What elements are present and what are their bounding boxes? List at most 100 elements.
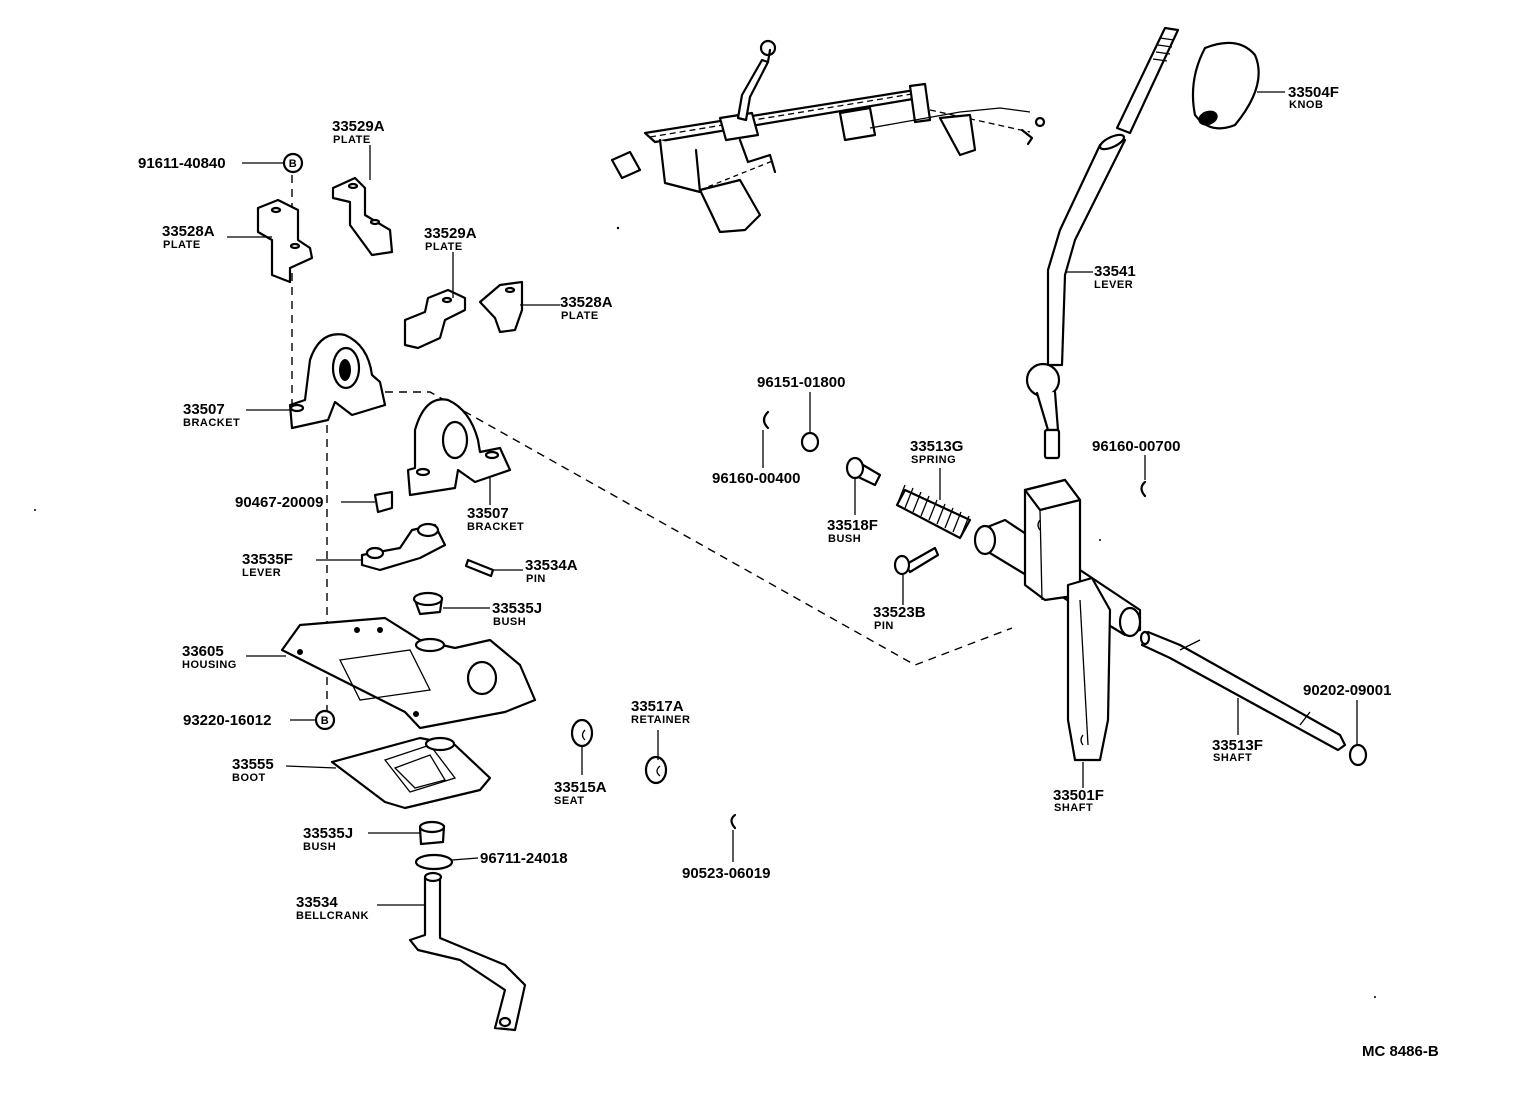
callout-plate-33529a-2: 33529A PLATE: [424, 225, 477, 253]
svg-text:33513G: 33513G: [910, 438, 963, 455]
callout-clip-90467: 90467-20009: [235, 494, 323, 511]
svg-text:33501F: 33501F: [1053, 787, 1104, 804]
svg-text:RETAINER: RETAINER: [631, 714, 690, 726]
callout-washer-96711: 96711-24018: [480, 850, 568, 867]
svg-text:33504F: 33504F: [1288, 84, 1339, 101]
callout-plate-33529a-1: 33529A PLATE: [332, 118, 385, 146]
spring-coils: [895, 484, 972, 540]
svg-text:33507: 33507: [183, 401, 225, 418]
svg-text:33535F: 33535F: [242, 551, 293, 568]
left-parts: B B: [34, 152, 1376, 1032]
svg-text:33605: 33605: [182, 643, 224, 660]
svg-text:90202-09001: 90202-09001: [1303, 682, 1391, 699]
svg-text:LEVER: LEVER: [242, 567, 281, 579]
svg-text:33518F: 33518F: [827, 517, 878, 534]
svg-text:BUSH: BUSH: [828, 533, 861, 545]
svg-text:33535J: 33535J: [492, 600, 542, 617]
svg-text:33528A: 33528A: [560, 294, 613, 311]
svg-text:HOUSING: HOUSING: [182, 659, 237, 671]
callout-plate-33528a-2: 33528A PLATE: [560, 294, 613, 322]
svg-text:90467-20009: 90467-20009: [235, 494, 323, 511]
svg-text:B: B: [289, 158, 297, 170]
svg-text:33529A: 33529A: [332, 118, 385, 135]
callout-bracket-33507-2: 33507 BRACKET: [467, 505, 524, 533]
svg-text:96711-24018: 96711-24018: [480, 850, 568, 867]
housing-shape: [280, 616, 537, 730]
callout-washer-90202: 90202-09001: [1303, 682, 1391, 699]
callout-clip-90523: 90523-06019: [682, 865, 770, 882]
svg-text:90523-06019: 90523-06019: [682, 865, 770, 882]
knob-shape: [1191, 41, 1260, 130]
svg-text:33515A: 33515A: [554, 779, 607, 796]
svg-text:SHAFT: SHAFT: [1054, 802, 1093, 814]
svg-text:33528A: 33528A: [162, 223, 215, 240]
svg-text:PIN: PIN: [874, 620, 894, 632]
svg-text:33534A: 33534A: [525, 557, 578, 574]
callout-seat-33515a: 33515A SEAT: [554, 779, 607, 807]
plate-shape: [256, 198, 314, 284]
svg-text:PLATE: PLATE: [333, 134, 371, 146]
svg-text:LEVER: LEVER: [1094, 279, 1133, 291]
callout-shaft-33513f: 33513F SHAFT: [1212, 737, 1263, 764]
svg-text:PLATE: PLATE: [561, 310, 599, 322]
marker-b-bottom: B: [314, 709, 336, 731]
svg-text:33534: 33534: [296, 894, 338, 911]
callout-lever-33535f: 33535F LEVER: [242, 551, 293, 579]
leader-lines: [227, 91, 1358, 906]
svg-text:33541: 33541: [1094, 263, 1136, 280]
svg-text:BRACKET: BRACKET: [467, 521, 524, 533]
callout-bush-33535j-2: 33535J BUSH: [303, 825, 353, 853]
svg-text:33513F: 33513F: [1212, 737, 1263, 754]
svg-text:33517A: 33517A: [631, 698, 684, 715]
callout-labels: 33504F KNOB 33541 LEVER 96160-00700 3350…: [138, 84, 1439, 1060]
svg-text:PLATE: PLATE: [163, 239, 201, 251]
svg-text:PIN: PIN: [526, 573, 546, 585]
callout-lever-shift: 33541 LEVER: [1094, 263, 1136, 291]
callout-retainer-33517a: 33517A RETAINER: [631, 698, 690, 726]
callout-bush-33518f: 33518F BUSH: [827, 517, 878, 545]
linkage-overview: [610, 39, 1046, 234]
svg-text:BRACKET: BRACKET: [183, 417, 240, 429]
svg-text:KNOB: KNOB: [1289, 99, 1323, 111]
diagram-code: MC 8486-B: [1362, 1043, 1439, 1060]
callout-spring-33513g: 33513G SPRING: [910, 438, 963, 466]
bellcrank-shape: [408, 874, 527, 1032]
svg-text:33555: 33555: [232, 756, 274, 773]
svg-text:96151-01800: 96151-01800: [757, 374, 845, 391]
svg-text:33523B: 33523B: [873, 604, 926, 621]
callout-boot-33555: 33555 BOOT: [232, 756, 274, 784]
callout-shaft-33501f: 33501F SHAFT: [1053, 787, 1104, 814]
svg-text:96160-00400: 96160-00400: [712, 470, 800, 487]
marker-b-top: B: [282, 152, 304, 174]
callout-clip-96160-00700: 96160-00700: [1092, 438, 1180, 455]
boot-shape: [330, 736, 492, 810]
callout-bolt-91611: 91611-40840: [138, 155, 226, 172]
callout-housing-33605: 33605 HOUSING: [182, 643, 237, 671]
svg-text:BOOT: BOOT: [232, 772, 266, 784]
svg-text:96160-00700: 96160-00700: [1092, 438, 1180, 455]
svg-text:33507: 33507: [467, 505, 509, 522]
callout-pin-33534a: 33534A PIN: [525, 557, 578, 585]
callout-nut-93220: 93220-16012: [183, 712, 271, 729]
svg-text:91611-40840: 91611-40840: [138, 155, 226, 172]
svg-text:SPRING: SPRING: [911, 454, 956, 466]
callout-pin-33523b: 33523B PIN: [873, 604, 926, 632]
svg-text:BUSH: BUSH: [493, 616, 526, 628]
callout-knob: 33504F KNOB: [1288, 84, 1339, 111]
svg-text:SHAFT: SHAFT: [1213, 752, 1252, 764]
shift-lever-assembly: [570, 26, 1368, 830]
svg-text:BELLCRANK: BELLCRANK: [296, 910, 369, 922]
callout-bellcrank-33534: 33534 BELLCRANK: [296, 894, 369, 922]
svg-text:SEAT: SEAT: [554, 795, 585, 807]
svg-text:BUSH: BUSH: [303, 841, 336, 853]
svg-text:B: B: [321, 715, 329, 727]
svg-text:PLATE: PLATE: [425, 241, 463, 253]
callout-bush-33535j-1: 33535J BUSH: [492, 600, 542, 628]
callout-clip-96160-00400: 96160-00400: [712, 470, 800, 487]
svg-text:33529A: 33529A: [424, 225, 477, 242]
svg-text:33535J: 33535J: [303, 825, 353, 842]
svg-text:93220-16012: 93220-16012: [183, 712, 271, 729]
callout-bracket-33507-1: 33507 BRACKET: [183, 401, 240, 429]
callout-ring-96151: 96151-01800: [757, 374, 845, 391]
